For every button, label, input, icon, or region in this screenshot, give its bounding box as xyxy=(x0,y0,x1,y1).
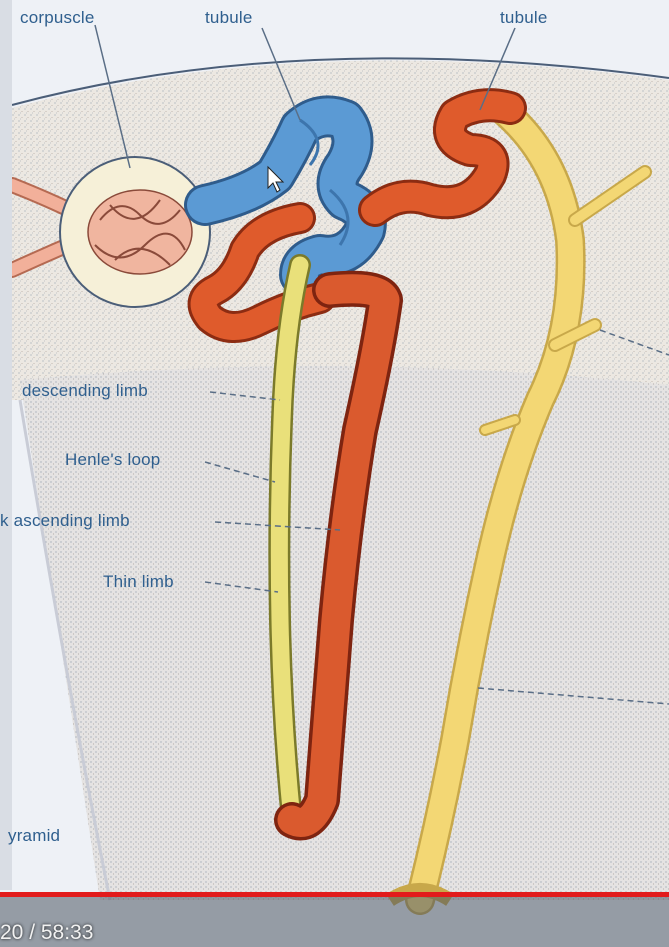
video-progress-bar[interactable] xyxy=(0,892,669,897)
renal-corpuscle xyxy=(60,157,210,307)
label-pyramid: yramid xyxy=(8,826,60,846)
time-display: 20 / 58:33 xyxy=(0,921,93,945)
label-corpuscle: corpuscle xyxy=(20,8,95,28)
video-player-controls xyxy=(0,890,669,947)
label-tubule-right: tubule xyxy=(500,8,548,28)
label-tubule-left: tubule xyxy=(205,8,253,28)
label-descending-limb: descending limb xyxy=(22,381,148,401)
label-henles-loop: Henle's loop xyxy=(65,450,160,470)
label-ascending-limb: k ascending limb xyxy=(0,511,130,531)
left-edge-strip xyxy=(0,0,12,890)
label-thin-limb: Thin limb xyxy=(103,572,174,592)
